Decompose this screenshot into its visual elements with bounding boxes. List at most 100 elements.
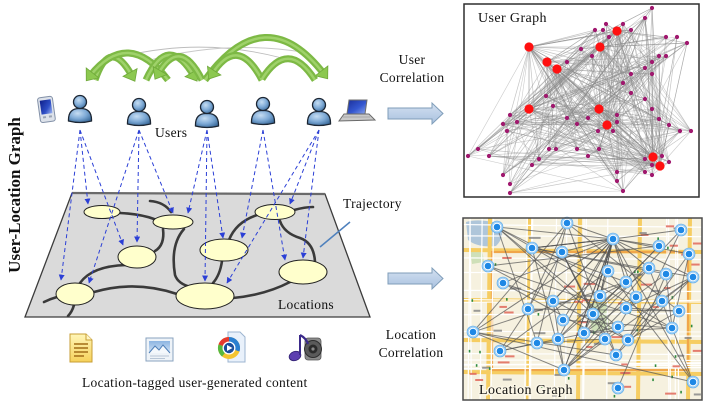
user-graph-edge — [488, 67, 646, 157]
user-graph-edge — [516, 121, 624, 192]
user-graph-edge — [545, 95, 600, 110]
user-graph-node — [684, 40, 690, 46]
user-graph-edge — [598, 148, 654, 158]
location-graph-edge — [563, 267, 650, 371]
user-graph-edge — [528, 108, 661, 167]
map-label-mark — [497, 361, 510, 364]
user-graph-edge — [576, 17, 646, 125]
user-graph-edge — [616, 165, 661, 173]
user-graph-node — [628, 90, 634, 96]
correlation-arc-highlight — [260, 57, 317, 81]
user-graph-edge — [616, 30, 667, 38]
user-graph-edge — [509, 114, 661, 167]
trajectory-path — [278, 219, 317, 264]
user-graph-node — [585, 115, 591, 121]
user-graph-edge — [528, 46, 593, 57]
user-graph-edge — [509, 190, 624, 194]
user-graph-node — [596, 146, 602, 152]
user-graph-edge — [605, 23, 614, 132]
user-graph-node — [649, 106, 655, 112]
user-graph-node — [592, 27, 598, 33]
user-graph-edge — [566, 7, 653, 119]
user-graph-edge — [651, 7, 660, 120]
user-graph-edge — [538, 42, 688, 160]
location-graph-node — [492, 222, 502, 232]
map-poi-mark — [468, 349, 471, 353]
location-node — [83, 205, 121, 219]
map-label-mark — [672, 365, 680, 368]
user-graph-edge — [528, 108, 578, 150]
map-label-mark — [652, 306, 659, 309]
location-graph-node — [613, 383, 623, 393]
user-graph-edge — [556, 36, 610, 70]
user-graph-edge — [644, 61, 653, 160]
map-poi-mark — [680, 390, 682, 394]
user-graph-edge — [531, 130, 692, 166]
user-location-link — [138, 129, 174, 214]
correlation-arrowhead — [152, 65, 168, 80]
map-label-mark — [607, 382, 616, 385]
user-graph-edge — [516, 121, 670, 126]
map-label-mark — [596, 317, 605, 320]
user-location-link — [226, 129, 320, 284]
user-icon — [127, 99, 150, 126]
user-graph-key-node — [552, 64, 562, 74]
user-graph-edge — [580, 30, 618, 50]
user-correlation-label-line2: Correlation — [380, 70, 445, 85]
map-poi-mark — [475, 364, 478, 367]
user-graph-node — [610, 128, 616, 134]
user-graph-edge — [506, 29, 596, 132]
user-graph-edge — [502, 123, 540, 160]
user-graph-edge — [630, 29, 653, 75]
map-label-mark — [493, 329, 502, 332]
user-location-link — [289, 129, 320, 205]
user-graph-node — [642, 65, 648, 71]
user-icon — [68, 96, 91, 123]
user-graph-edge — [488, 67, 646, 157]
user-graph-edge — [651, 36, 678, 63]
location-graph-edge — [527, 308, 680, 312]
user-graph-edge — [502, 121, 518, 176]
location-node — [199, 238, 249, 262]
map-label-mark — [677, 354, 685, 357]
user-graph-edge — [587, 42, 688, 119]
user-graph-node — [606, 34, 612, 40]
location-graph-edge — [496, 226, 673, 329]
user-location-link — [262, 129, 288, 261]
user-graph-node — [649, 162, 655, 168]
user-graph-edge — [651, 36, 678, 176]
user-graph-edge — [612, 118, 660, 132]
map-label-mark — [510, 287, 522, 290]
plane-top-edge — [71, 191, 326, 196]
user-graph-edge — [566, 61, 600, 110]
user-graph-node — [595, 128, 601, 134]
user-graph-edge — [506, 117, 589, 132]
user-graph-edge — [545, 73, 653, 97]
user-graph-edge — [502, 36, 667, 176]
location-correlation-label-line1: Location — [386, 327, 436, 342]
user-graph-edge — [506, 114, 511, 132]
map-label-mark — [651, 289, 661, 292]
user-graph-edge — [545, 29, 604, 97]
map-label-mark — [593, 342, 602, 345]
location-graph-node — [657, 296, 667, 306]
user-graph-node — [620, 188, 626, 194]
map-poi-mark — [479, 350, 481, 354]
user-graph-edge — [552, 105, 608, 126]
user-graph-edge — [488, 36, 678, 157]
user-graph-node — [677, 128, 683, 134]
location-node — [152, 214, 194, 230]
user-graph-key-node — [602, 120, 612, 130]
user-correlation-label-line1: User — [399, 52, 426, 67]
map-poi-mark — [637, 270, 639, 274]
user-location-link — [87, 129, 140, 284]
trajectory-path — [118, 211, 156, 221]
user-graph-edge — [622, 23, 646, 173]
user-graph-edge — [509, 165, 661, 194]
user-graph-edge — [538, 130, 681, 160]
user-graph-node — [500, 172, 506, 178]
user-graph-edge — [502, 108, 530, 125]
location-graph-edge — [612, 238, 660, 247]
map-label-mark — [665, 392, 677, 395]
user-graph-edge — [506, 130, 511, 185]
